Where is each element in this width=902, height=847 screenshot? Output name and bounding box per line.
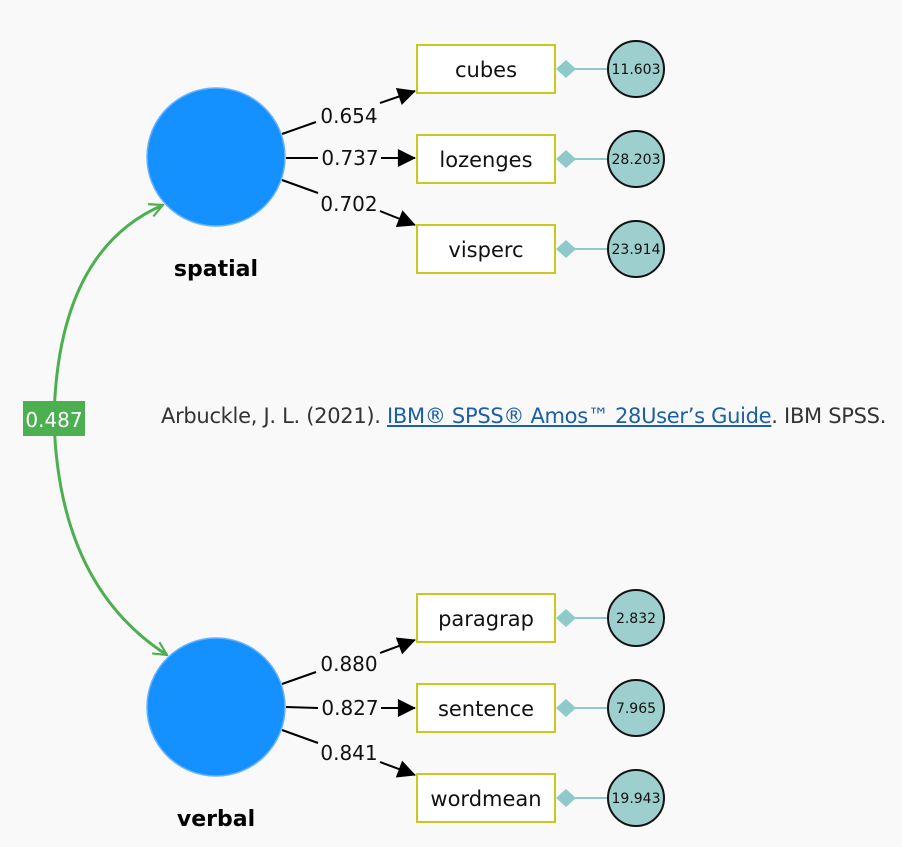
error-variance: 19.943 <box>612 791 661 807</box>
observed-label: visperc <box>448 238 523 262</box>
observed-visperc[interactable] <box>416 224 556 274</box>
loading-label: 0.880 <box>320 652 377 676</box>
error-term[interactable] <box>607 220 665 278</box>
loading-path <box>379 637 416 655</box>
loading-path <box>281 671 317 685</box>
latent-label-verbal: verbal <box>177 807 255 832</box>
loading-label: 0.827 <box>321 696 378 720</box>
latent-label-spatial: spatial <box>174 257 258 282</box>
observed-label: sentence <box>438 697 534 721</box>
observed-label: cubes <box>455 58 517 82</box>
error-diamond <box>556 60 576 78</box>
observed-label: wordmean <box>430 787 541 811</box>
error-term[interactable] <box>607 769 665 827</box>
error-diamond <box>556 240 576 258</box>
latent-verbal[interactable] <box>146 637 286 777</box>
loading-path <box>281 179 319 194</box>
error-term[interactable] <box>607 589 665 647</box>
citation-link[interactable]: IBM® SPSS® Amos™ 28User’s Guide <box>387 404 772 428</box>
error-diamond <box>556 789 576 807</box>
error-variance: 28.203 <box>612 152 661 168</box>
observed-sentence[interactable] <box>416 683 556 733</box>
latent-spatial[interactable] <box>146 87 286 227</box>
covariance-path <box>52 205 163 419</box>
error-term[interactable] <box>607 130 665 188</box>
covariance-path <box>52 417 167 655</box>
error-term[interactable] <box>607 40 665 98</box>
loading-label: 0.654 <box>320 104 377 128</box>
error-variance: 23.914 <box>612 242 661 258</box>
loading-path <box>285 706 319 709</box>
citation: Arbuckle, J. L. (2021). IBM® SPSS® Amos™… <box>161 404 886 428</box>
loading-path <box>379 88 416 106</box>
observed-wordmean[interactable] <box>416 773 556 823</box>
error-term[interactable] <box>607 679 665 737</box>
loading-path <box>281 729 319 744</box>
observed-label: lozenges <box>439 148 532 172</box>
error-diamond <box>556 699 576 717</box>
loading-label: 0.702 <box>320 192 377 216</box>
citation-prefix: Arbuckle, J. L. (2021). <box>161 404 388 428</box>
loading-path <box>379 760 416 778</box>
error-variance: 11.603 <box>612 62 661 78</box>
observed-cubes[interactable] <box>416 44 556 94</box>
covariance-label-box <box>23 401 85 436</box>
covariance-label: 0.487 <box>25 408 82 432</box>
error-variance: 2.832 <box>616 611 656 627</box>
loading-label: 0.737 <box>321 146 378 170</box>
citation-suffix: . IBM SPSS. <box>771 404 887 428</box>
loading-path <box>379 210 416 228</box>
error-variance: 7.965 <box>616 701 656 717</box>
observed-label: paragrap <box>438 607 534 631</box>
loading-label: 0.841 <box>320 741 377 765</box>
error-diamond <box>556 150 576 168</box>
observed-lozenges[interactable] <box>416 134 556 184</box>
error-diamond <box>556 609 576 627</box>
observed-paragrap[interactable] <box>416 593 556 643</box>
loading-path <box>281 121 317 135</box>
